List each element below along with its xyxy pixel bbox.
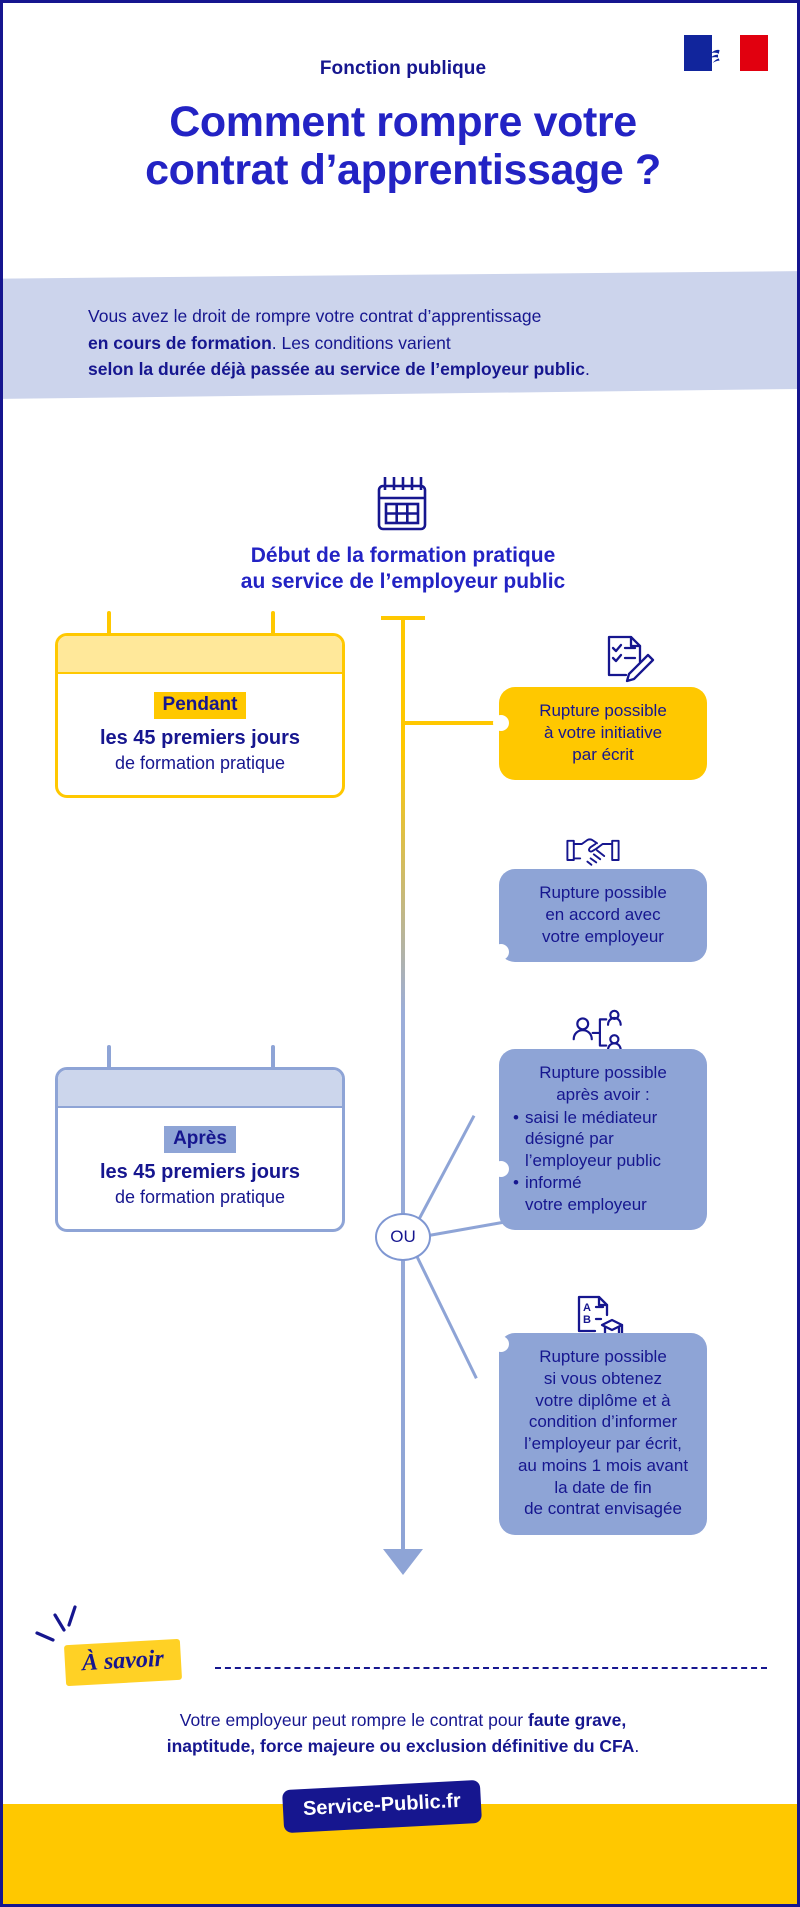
card-apres-line-1: les 45 premiers jours <box>99 1161 301 1183</box>
start-line-1: Début de la formation pratique <box>250 544 556 567</box>
connector-to-diplome <box>413 1251 478 1379</box>
bullet-1-line-3: l’employeur public <box>524 1151 662 1170</box>
intro-line-2-rest: . Les conditions varient <box>271 332 451 353</box>
timeline-arrow-icon <box>383 1549 423 1575</box>
intro-banner-background <box>3 271 797 399</box>
bubble-accord: Rupture possible en accord avec votre em… <box>499 869 707 963</box>
card-apres: Après les 45 premiers jours de formation… <box>55 1045 345 1232</box>
timeline-line <box>401 618 405 1558</box>
card-chip-apres: Après <box>164 1126 236 1153</box>
a-savoir-badge: À savoir <box>63 1638 183 1687</box>
or-node: OU <box>375 1213 431 1261</box>
bubble-diplome-line-6: au moins 1 mois avant <box>517 1455 689 1475</box>
bullet-marker: • <box>513 1107 519 1127</box>
bubble-initiative: Rupture possible à votre initiative par … <box>499 687 707 781</box>
bubble-diplome: Rupture possible si vous obtenez votre d… <box>499 1333 707 1535</box>
divider-dashed <box>215 1667 767 1669</box>
note-line-2-bold: inaptitude, force majeure ou exclusion d… <box>166 1736 635 1757</box>
mediator-people-icon <box>572 1009 622 1052</box>
intro-line-1: Vous avez le droit de rompre votre contr… <box>88 306 542 326</box>
svg-text:A: A <box>583 1302 591 1314</box>
note-line-1-bold: faute grave, <box>528 1710 627 1730</box>
card-header-strip <box>58 636 342 674</box>
ring-right <box>271 611 275 653</box>
calendar-rings <box>55 611 345 653</box>
bubble-diplome-line-4: condition d’informer <box>528 1412 678 1432</box>
connector-to-accord <box>411 1115 476 1232</box>
bubble-initiative-line-3: par écrit <box>572 744 634 764</box>
title-line-1: Comment rompre votre <box>169 98 637 146</box>
page-title: Comment rompre votre contrat d’apprentis… <box>3 98 797 195</box>
bubble-diplome-line-5: l’employeur par écrit, <box>524 1434 682 1453</box>
connector-dot-accord <box>493 944 509 960</box>
note-line-1-pre: Votre employeur peut rompre le contrat p… <box>179 1710 528 1730</box>
document-checklist-pen-icon <box>607 635 655 683</box>
title-line-2: contrat d’apprentissage ? <box>145 146 661 195</box>
calendar-rings <box>55 1045 345 1087</box>
bubble-mediateur-line-1: Rupture possible <box>539 1063 667 1082</box>
bullet-2-line-2: votre employeur <box>524 1194 647 1214</box>
connector-to-initiative <box>401 721 499 725</box>
bubble-mediateur: Rupture possible après avoir : • saisi l… <box>499 1049 707 1231</box>
bubble-mediateur-bullets: • saisi le médiateur désigné par l’emplo… <box>513 1107 693 1216</box>
a-savoir-text: Votre employeur peut rompre le contrat p… <box>3 1707 797 1760</box>
list-item: • informé votre employeur <box>513 1172 693 1216</box>
spark-lines-icon <box>35 1605 77 1642</box>
card-pendant: Pendant les 45 premiers jours de formati… <box>55 611 345 798</box>
bubble-accord-line-1: Rupture possible <box>539 883 667 902</box>
start-line-2: au service de l’employeur public <box>240 570 566 594</box>
marianne-profile-icon <box>709 39 734 67</box>
intro-line-3-bold: selon la durée déjà passée au service de… <box>88 359 586 380</box>
intro-banner: Vous avez le droit de rompre votre contr… <box>3 271 797 399</box>
intro-line-2-bold: en cours de formation <box>88 332 272 353</box>
connector-dot-diplome <box>493 1336 509 1352</box>
connector-dot-initiative <box>493 715 509 731</box>
bubble-mediateur-line-2: après avoir : <box>556 1084 650 1104</box>
calendar-icon <box>377 477 427 531</box>
handshake-icon <box>566 838 620 866</box>
intro-line-3-rest: . <box>585 359 590 380</box>
ring-left <box>107 611 111 653</box>
bubble-diplome-line-2: si vous obtenez <box>543 1368 663 1388</box>
card-chip-pendant: Pendant <box>153 692 247 719</box>
timeline-start-label: Début de la formation pratique au servic… <box>3 543 797 596</box>
ring-right <box>271 1045 275 1087</box>
or-node-label: OU <box>390 1227 416 1246</box>
list-item: • saisi le médiateur désigné par l’emplo… <box>513 1107 693 1172</box>
french-flag-marianne-icon <box>684 35 768 71</box>
bubble-initiative-line-2: à votre initiative <box>543 722 663 742</box>
bullet-marker: • <box>513 1172 519 1192</box>
bullet-1-text: saisi le médiateur désigné par l’employe… <box>525 1107 661 1172</box>
bubble-diplome-line-1: Rupture possible <box>539 1347 667 1366</box>
intro-text: Vous avez le droit de rompre votre contr… <box>88 303 773 383</box>
bubble-diplome-line-8: de contrat envisagée <box>524 1499 682 1519</box>
bullet-2-text: informé votre employeur <box>525 1172 647 1216</box>
card-apres-line-2: de formation pratique <box>114 1187 286 1207</box>
bullet-1-line-1: saisi le médiateur <box>524 1107 658 1127</box>
connector-dot-mediateur <box>493 1161 509 1177</box>
bubble-accord-line-3: votre employeur <box>542 926 664 946</box>
bubble-diplome-line-7: la date de fin <box>554 1477 652 1497</box>
bubble-accord-line-2: en accord avec <box>545 904 661 924</box>
bubble-diplome-line-3: votre diplôme et à <box>535 1390 671 1410</box>
note-line-2-rest: . <box>634 1736 640 1757</box>
card-header-strip <box>58 1070 342 1108</box>
connector-to-mediateur <box>422 1220 506 1238</box>
ring-left <box>107 1045 111 1087</box>
card-pendant-line-1: les 45 premiers jours <box>99 727 301 749</box>
eyebrow-label: Fonction publique <box>319 58 487 79</box>
bullet-2-line-1: informé <box>524 1172 582 1192</box>
bullet-1-line-2: désigné par <box>524 1129 614 1149</box>
card-pendant-line-2: de formation pratique <box>114 753 286 773</box>
bubble-initiative-line-1: Rupture possible <box>539 701 667 720</box>
svg-text:B: B <box>583 1314 591 1326</box>
